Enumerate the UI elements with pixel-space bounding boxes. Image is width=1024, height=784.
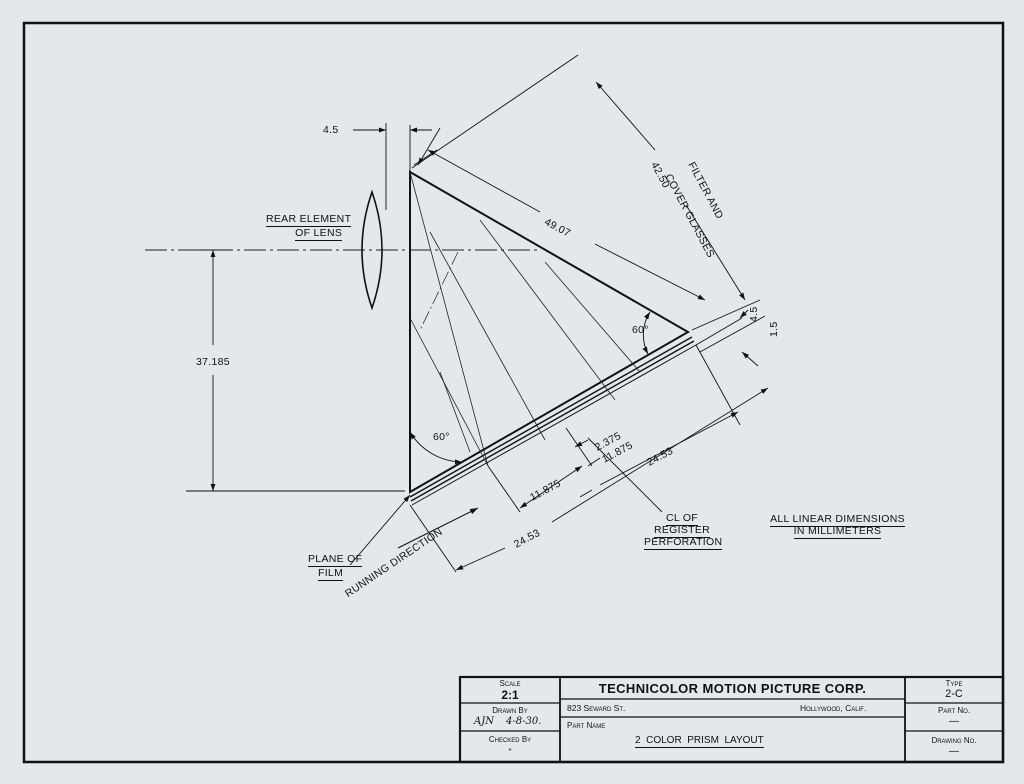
ray-line-6 (544, 261, 641, 373)
glass-dim-ext-2 (699, 315, 766, 353)
glass-plate-line-3 (411, 344, 697, 506)
filter-ext-line (411, 54, 579, 169)
drawn-by-date: 4-8-30. (506, 716, 542, 727)
scale-label: Scale (499, 679, 521, 688)
prism-triangle (409, 170, 691, 494)
drawing-no-value: — (949, 746, 959, 757)
register-line-1: CL OF (665, 512, 699, 526)
plane-of-film-leader (349, 494, 411, 566)
glass-dim-a-label: 4.5 (748, 306, 760, 323)
units-note: ALL LINEAR DIMENSIONS IN MILLIMETERS (765, 513, 910, 539)
full-dim-lower-b (551, 387, 769, 523)
type-label: Type (945, 679, 963, 688)
glass-plate-line (409, 336, 693, 498)
ray-line-7 (439, 371, 471, 453)
drawn-by-initials: AJN (474, 716, 494, 727)
part-no-value: — (949, 716, 959, 727)
register-line-3: PERFORATION (644, 536, 723, 550)
dim-ext-perp-2 (409, 504, 457, 573)
height-dimension-label: 37.185 (196, 356, 230, 368)
filter-dim-upper (595, 81, 656, 151)
half-dim-line (519, 465, 583, 509)
angle-arc-top (409, 431, 463, 465)
dim-ext-perp-3 (565, 427, 593, 467)
lens-label-line-2: OF LENS (295, 227, 343, 241)
plane-of-film-line-2: FILM (318, 567, 344, 581)
drawn-by-label: Drawn By (492, 706, 528, 715)
sheet-border (22, 21, 1005, 764)
units-note-line-1: ALL LINEAR DIMENSIONS (770, 513, 905, 527)
ray-line-5 (479, 219, 616, 401)
glass-dim-ext (695, 317, 743, 346)
glass-plate-line-2 (410, 340, 695, 502)
running-direction-arrow (397, 507, 479, 549)
units-note-line-2: IN MILLIMETERS (793, 525, 882, 539)
register-label: CL OF REGISTER PERFORATION (644, 512, 723, 550)
prism-tip-leader (417, 127, 441, 166)
ray-line-2 (419, 251, 459, 331)
plane-of-film-line-1: PLANE OF (308, 553, 363, 567)
half-dim-line-2 (587, 457, 601, 467)
part-name-label: Part Name (567, 721, 606, 730)
company-name: TECHNICOLOR MOTION PICTURE CORP. (598, 681, 867, 696)
checked-by-label: Checked By (488, 735, 532, 744)
drawing-no-label: Drawing No. (931, 736, 977, 745)
filter-ext-line-2 (691, 299, 761, 331)
scale-value: 2:1 (501, 688, 519, 702)
glass-dim-b-label: 1.5 (768, 321, 780, 338)
lens-element (361, 189, 383, 311)
hypotenuse-dim-upper (427, 149, 541, 213)
dim-ext-perp-4 (695, 344, 741, 426)
title-block-frame (458, 675, 1005, 764)
offset-leader (574, 439, 589, 448)
glass-dim-arrow (739, 309, 749, 319)
hypotenuse-dim-lower (594, 243, 706, 301)
dim-ext-perp (487, 465, 521, 513)
plane-of-film-label: PLANE OF FILM (308, 553, 363, 581)
ray-line-3 (409, 317, 489, 467)
company-city: Hollywood, Calif. (800, 703, 867, 713)
part-no-label: Part No. (937, 706, 971, 715)
lens-label-line-1: REAR ELEMENT (266, 213, 352, 227)
lens-spacing-label: 4.5 (323, 124, 339, 136)
part-name-text: 2 COLOR PRISM LAYOUT (635, 735, 764, 748)
full-dim-upper-b (579, 489, 593, 498)
angle-right-label: 60° (632, 324, 649, 336)
register-line-2: REGISTER (653, 524, 711, 538)
register-leader (587, 437, 663, 513)
ray-line (409, 171, 489, 467)
company-address: 823 Seward St. (567, 703, 626, 713)
angle-top-label: 60° (433, 431, 450, 443)
ray-line-4 (429, 231, 546, 441)
checked-by-value: " (508, 747, 512, 757)
filter-dim-lower (685, 204, 746, 301)
type-value: 2-C (945, 688, 963, 700)
angle-arc-right (642, 311, 651, 355)
glass-dim-arrow-2 (741, 351, 759, 367)
part-name-value: 2 COLOR PRISM LAYOUT (635, 735, 764, 748)
full-dim-lower-a (455, 547, 506, 571)
lens-label: REAR ELEMENT OF LENS (266, 213, 352, 241)
